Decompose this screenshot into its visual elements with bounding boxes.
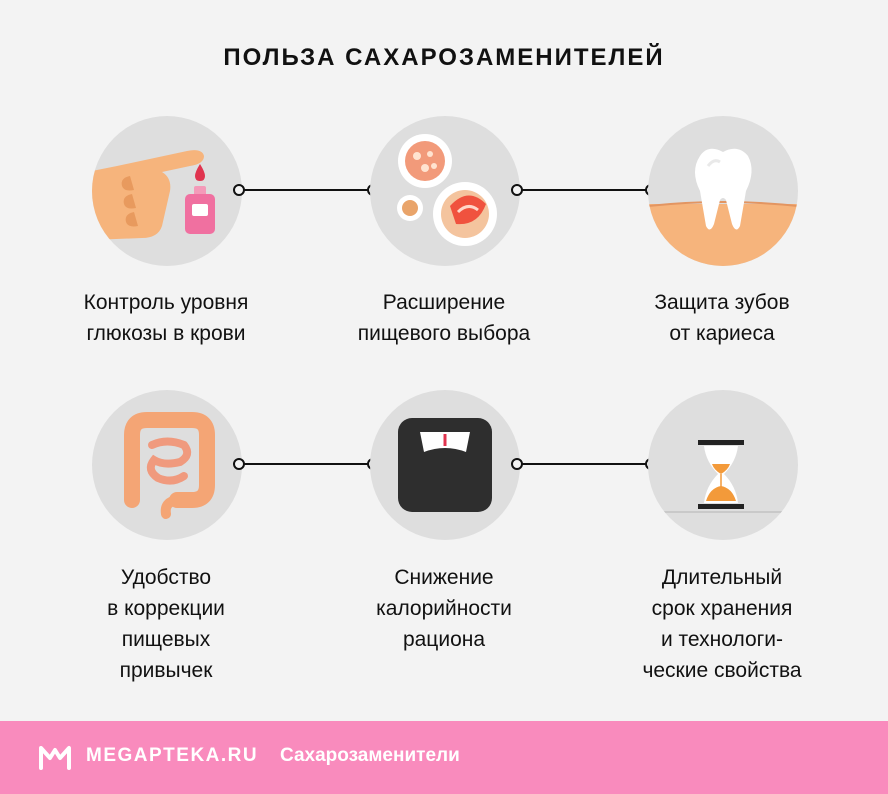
benefit-label-calories: Снижение калорийности рациона: [376, 566, 512, 651]
connector-line: [511, 184, 657, 196]
benefit-label-glucose: Контроль уровня глюкозы в крови: [83, 291, 249, 345]
intestine-icon: [92, 390, 242, 540]
glucose-meter-icon: [92, 116, 242, 266]
page-title: ПОЛЬЗА САХАРОЗАМЕНИТЕЛЕЙ: [223, 44, 665, 71]
connector-line: [233, 184, 379, 196]
scale-icon: [370, 390, 520, 540]
food-plates-icon: [370, 116, 520, 266]
benefit-label-food-choice: Расширение пищевого выбора: [357, 291, 531, 345]
footer-bar: MEGAPTEKA.RU Сахарозаменители: [0, 721, 888, 794]
connector-line: [233, 458, 379, 470]
hourglass-icon: [648, 390, 798, 540]
benefit-label-teeth: Защита зубов от кариеса: [654, 291, 790, 345]
benefit-label-storage: Длительный срок хранения и технологи- че…: [642, 566, 802, 682]
tooth-icon: [648, 116, 798, 266]
megapteka-logo-icon[interactable]: [38, 742, 72, 772]
connector-line: [511, 458, 657, 470]
brand-name[interactable]: MEGAPTEKA.RU: [86, 745, 259, 766]
footer-section-title: Сахарозаменители: [280, 745, 460, 766]
benefit-label-habits: Удобство в коррекции пищевых привычек: [107, 566, 225, 682]
